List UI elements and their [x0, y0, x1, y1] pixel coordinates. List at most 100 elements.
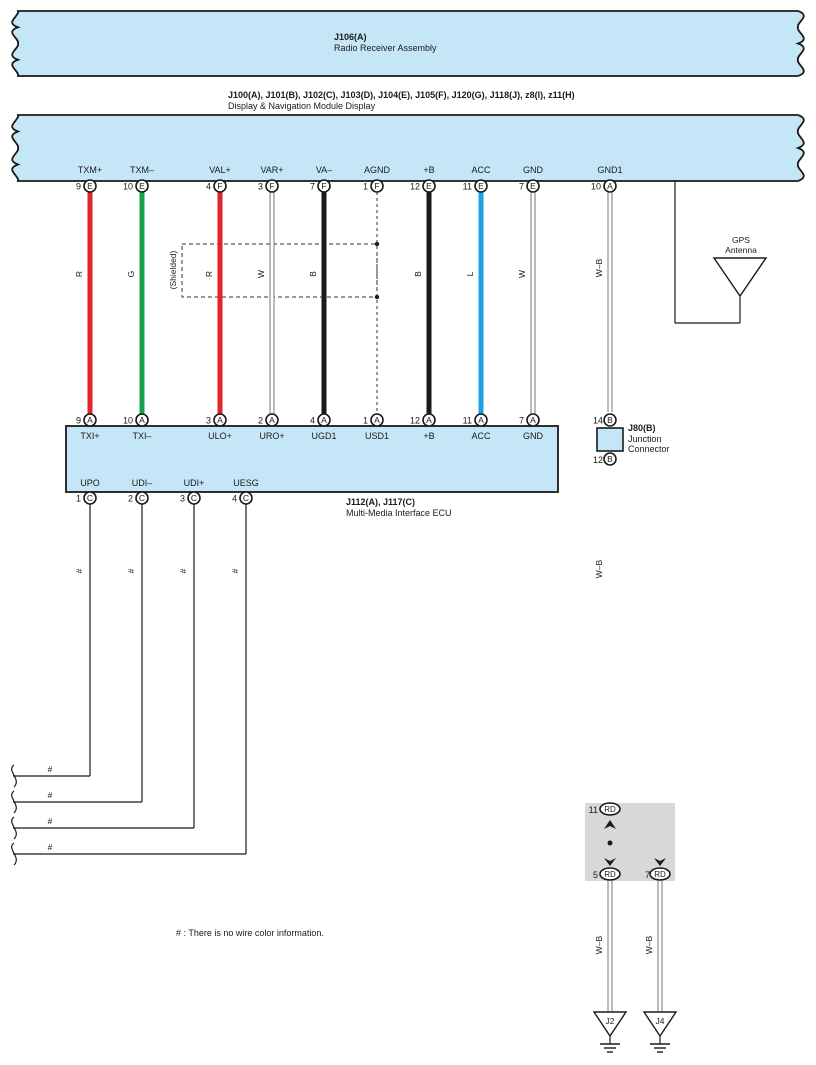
- ground-symbol-0: [592, 1011, 628, 1038]
- junction-pin-connector-bottom-letter: B: [607, 454, 613, 464]
- ground-code-0: J2: [606, 1016, 615, 1026]
- wire-color-label-3: W: [256, 270, 266, 278]
- display-pin-connector-2-letter: F: [217, 181, 222, 191]
- display-pin-connector-7: [474, 179, 488, 193]
- ecu-bottom-pin-connector-0: [83, 491, 97, 505]
- display-pin-connector-9: [603, 179, 617, 193]
- wire-color-label-2: R: [204, 271, 214, 277]
- ecu-pin-connector-1-letter: A: [139, 415, 145, 425]
- radio-receiver-box: [11, 10, 805, 77]
- ecu-pin-label-3: URO+: [259, 431, 284, 441]
- ecu-pin-connector-7: [474, 413, 488, 427]
- junction-connector-box: [596, 427, 624, 452]
- ecu-pin-connector-5-letter: A: [374, 415, 380, 425]
- splice-out2-pin-connector: [649, 867, 671, 881]
- ecu-bottom-pin-connector-1: [135, 491, 149, 505]
- ground-symbol-1: [642, 1011, 678, 1038]
- ecu-pin-number-1: 10: [123, 416, 133, 426]
- display-pin-number-8: 7: [519, 182, 524, 192]
- splice-junction-dot: [607, 840, 613, 846]
- junction-pin-connector-top-letter: B: [607, 415, 613, 425]
- display-pin-label-4: VA–: [316, 165, 332, 175]
- ecu-bottom-pin-connector-1-letter: C: [139, 493, 145, 503]
- splice-in-pin-connector-letter: RD: [604, 805, 616, 814]
- ecu-box: [65, 425, 559, 493]
- ecu-pin-connector-1: [135, 413, 149, 427]
- display-pin-number-0: 9: [76, 182, 81, 192]
- radio-receiver-code: J106(A): [334, 32, 367, 42]
- junction-pin-connector-top: [603, 413, 617, 427]
- gps-antenna-symbol: [712, 257, 768, 298]
- ecu-bottom-wire-end-label-2: #: [48, 816, 53, 826]
- gps-label: GPS: [732, 235, 750, 245]
- ecu-pin-number-4: 4: [310, 416, 315, 426]
- display-pin-number-4: 7: [310, 182, 315, 192]
- display-pin-connector-0-letter: E: [87, 181, 93, 191]
- ecu-bottom-pin-number-0: 1: [76, 494, 81, 504]
- wire-break-mark-1: [11, 790, 17, 814]
- splice-out1-pin-connector-letter: RD: [604, 870, 616, 879]
- ecu-bottom-wire-label-3: #: [230, 568, 240, 573]
- ecu-pin-connector-0: [83, 413, 97, 427]
- ground-wire-label-1: W–B: [644, 935, 654, 954]
- ecu-pin-connector-4: [317, 413, 331, 427]
- ecu-pin-connector-8-letter: A: [530, 415, 536, 425]
- components-layer: [11, 10, 805, 1038]
- display-pin-connector-6-letter: E: [426, 181, 432, 191]
- display-pin-label-1: TXM–: [130, 165, 154, 175]
- shield-junction-dot: [374, 241, 380, 247]
- wire-break-mark-0: [11, 764, 17, 788]
- ecu-bottom-wire-label-0: #: [74, 568, 84, 573]
- ecu-bottom-pin-number-2: 3: [180, 494, 185, 504]
- display-module-name: Display & Navigation Module Display: [228, 101, 376, 111]
- display-module-codes: J100(A), J101(B), J102(C), J103(D), J104…: [228, 90, 575, 100]
- display-pin-number-6: 12: [410, 182, 420, 192]
- gnd1-wire-lower-label: W–B: [594, 559, 604, 578]
- junction-pin-number-top: 14: [593, 416, 603, 426]
- display-pin-label-3: VAR+: [260, 165, 283, 175]
- display-pin-number-3: 3: [258, 182, 263, 192]
- display-pin-label-0: TXM+: [78, 165, 102, 175]
- ecu-bottom-pin-connector-2: [187, 491, 201, 505]
- wire-break-mark-2: [11, 816, 17, 840]
- display-pin-number-9: 10: [591, 182, 601, 192]
- ecu-pin-connector-3-letter: A: [269, 415, 275, 425]
- display-pin-connector-4: [317, 179, 331, 193]
- ecu-bottom-pin-connector-3: [239, 491, 253, 505]
- display-pin-label-2: VAL+: [209, 165, 231, 175]
- wire-color-label-4: B: [308, 271, 318, 277]
- display-pin-connector-8: [526, 179, 540, 193]
- ecu-name: Multi-Media Interface ECU: [346, 508, 452, 518]
- ecu-pin-label-4: UGD1: [311, 431, 336, 441]
- ecu-bottom-pin-label-1: UDI–: [132, 478, 153, 488]
- wire-color-label-7: L: [465, 271, 475, 276]
- ecu-codes: J112(A), J117(C): [346, 497, 415, 507]
- ecu-bottom-pin-number-1: 2: [128, 494, 133, 504]
- ecu-pin-label-0: TXI+: [80, 431, 99, 441]
- display-pin-connector-4-letter: F: [321, 181, 326, 191]
- junction-name: Connector: [628, 444, 670, 454]
- display-pin-connector-0: [83, 179, 97, 193]
- ground-wire-label-0: W–B: [594, 935, 604, 954]
- display-pin-connector-1-letter: E: [139, 181, 145, 191]
- ecu-pin-label-2: ULO+: [208, 431, 232, 441]
- display-pin-connector-5: [370, 179, 384, 193]
- display-pin-connector-5-letter: F: [374, 181, 379, 191]
- display-pin-label-8: GND: [523, 165, 544, 175]
- ecu-bottom-pin-label-3: UESG: [233, 478, 259, 488]
- ecu-pin-number-3: 2: [258, 416, 263, 426]
- junction-pin-connector-bottom: [603, 452, 617, 466]
- wire-color-label-8: W: [517, 270, 527, 278]
- display-pin-connector-8-letter: E: [530, 181, 536, 191]
- ecu-bottom-wire-end-label-0: #: [48, 764, 53, 774]
- wire-color-label-6: B: [413, 271, 423, 277]
- ecu-pin-label-7: ACC: [471, 431, 491, 441]
- display-pin-connector-6: [422, 179, 436, 193]
- display-pin-connector-7-letter: E: [478, 181, 484, 191]
- ecu-bottom-pin-connector-0-letter: C: [87, 493, 93, 503]
- splice-out2-pin-number: 7: [645, 870, 650, 880]
- display-pin-label-9: GND1: [597, 165, 622, 175]
- ground-code-1: J4: [656, 1016, 665, 1026]
